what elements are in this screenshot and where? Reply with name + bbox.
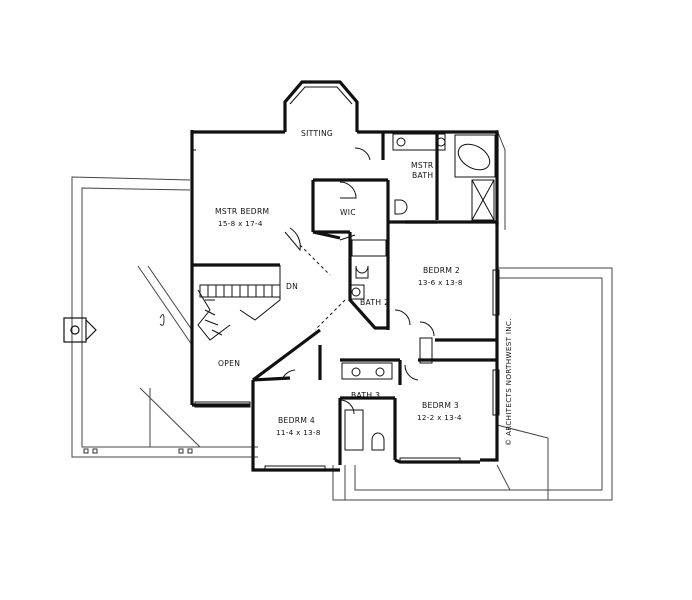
label-stair-down: DN xyxy=(286,282,298,291)
roof-left-outline xyxy=(71,176,258,458)
wall-bedroom3-east xyxy=(480,355,499,462)
door-bedroom4 xyxy=(281,369,296,381)
label-master-bedroom: MSTR BEDRM xyxy=(215,207,269,216)
staircase xyxy=(197,265,281,341)
label-bedroom-3: BEDRM 3 xyxy=(422,401,459,410)
doors xyxy=(281,147,435,415)
bath2-tub xyxy=(351,239,387,257)
walls xyxy=(190,80,499,472)
wall-bath2 xyxy=(348,232,388,330)
label-bedroom-4: BEDRM 4 xyxy=(278,416,315,425)
roof-right-inner xyxy=(354,277,603,491)
bath3-vanity xyxy=(341,362,393,380)
wall-bath-east xyxy=(455,130,499,225)
label-bedroom-2-dims: 13-6 x 13-8 xyxy=(418,278,463,287)
label-bedroom-4-dims: 11-4 x 13-8 xyxy=(276,428,321,437)
label-master-bath-1: MSTR xyxy=(411,161,434,170)
roof-vent xyxy=(63,317,97,343)
door-bath2-frame xyxy=(419,337,433,364)
door-wic xyxy=(339,181,357,199)
door-bath2 xyxy=(394,309,411,326)
bath3-tub xyxy=(344,409,364,451)
wall-hall-diag-lower xyxy=(252,328,321,382)
roof-diagonal-2 xyxy=(147,265,193,331)
roof-lines xyxy=(71,129,613,501)
master-tub-deck xyxy=(454,134,496,178)
label-bedroom-3-dims: 12-2 x 13-4 xyxy=(417,413,462,422)
door-bedroom3 xyxy=(404,364,419,381)
bath3-sink-2 xyxy=(375,367,385,377)
master-toilet xyxy=(394,199,408,215)
master-tub xyxy=(457,143,491,171)
roof-bottom-projection xyxy=(332,465,345,501)
door-master-hall xyxy=(284,227,301,252)
label-bath-2: BATH 2 xyxy=(360,298,389,307)
label-master-bath-2: BATH xyxy=(412,171,433,180)
label-master-bedroom-dims: 15-8 x 17-4 xyxy=(218,219,263,228)
roof-right-outline xyxy=(344,267,613,501)
roof-right-hip-2 xyxy=(496,464,530,491)
master-shower xyxy=(471,179,495,221)
label-open: OPEN xyxy=(218,359,240,368)
wall-bedroom4-top xyxy=(252,376,291,382)
wall-sitting-bay xyxy=(283,80,359,132)
roof-right-hip xyxy=(496,424,549,500)
wall-hall-diag-upper xyxy=(312,230,341,240)
door-bath3 xyxy=(339,399,355,415)
copyright-text: © ARCHITECTS NORTHWEST INC. xyxy=(504,318,513,446)
bath2-sink xyxy=(351,287,361,297)
label-sitting: SITTING xyxy=(301,129,333,138)
master-sink-1 xyxy=(396,137,406,147)
wall-bedroom3-south xyxy=(394,458,480,464)
wall-bedroom4 xyxy=(251,380,340,472)
door-bedroom2 xyxy=(419,321,435,337)
roof-top-right xyxy=(496,129,506,230)
label-bath-3: BATH 3 xyxy=(351,391,380,400)
fixtures xyxy=(339,133,496,451)
roof-diagonal-1 xyxy=(137,265,193,346)
bath2-toilet xyxy=(355,265,369,279)
label-wic: WIC xyxy=(340,208,356,217)
bath3-toilet xyxy=(371,432,385,451)
label-bedroom-2: BEDRM 2 xyxy=(423,266,460,275)
hall-dashed xyxy=(299,244,346,331)
roof-markers xyxy=(83,314,193,454)
labels: SITTING MSTR BEDRM 15-8 x 17-4 MSTR BATH… xyxy=(215,129,513,446)
door-master-bath xyxy=(354,147,371,161)
windows xyxy=(192,86,500,472)
bath3-sink-1 xyxy=(351,367,361,377)
